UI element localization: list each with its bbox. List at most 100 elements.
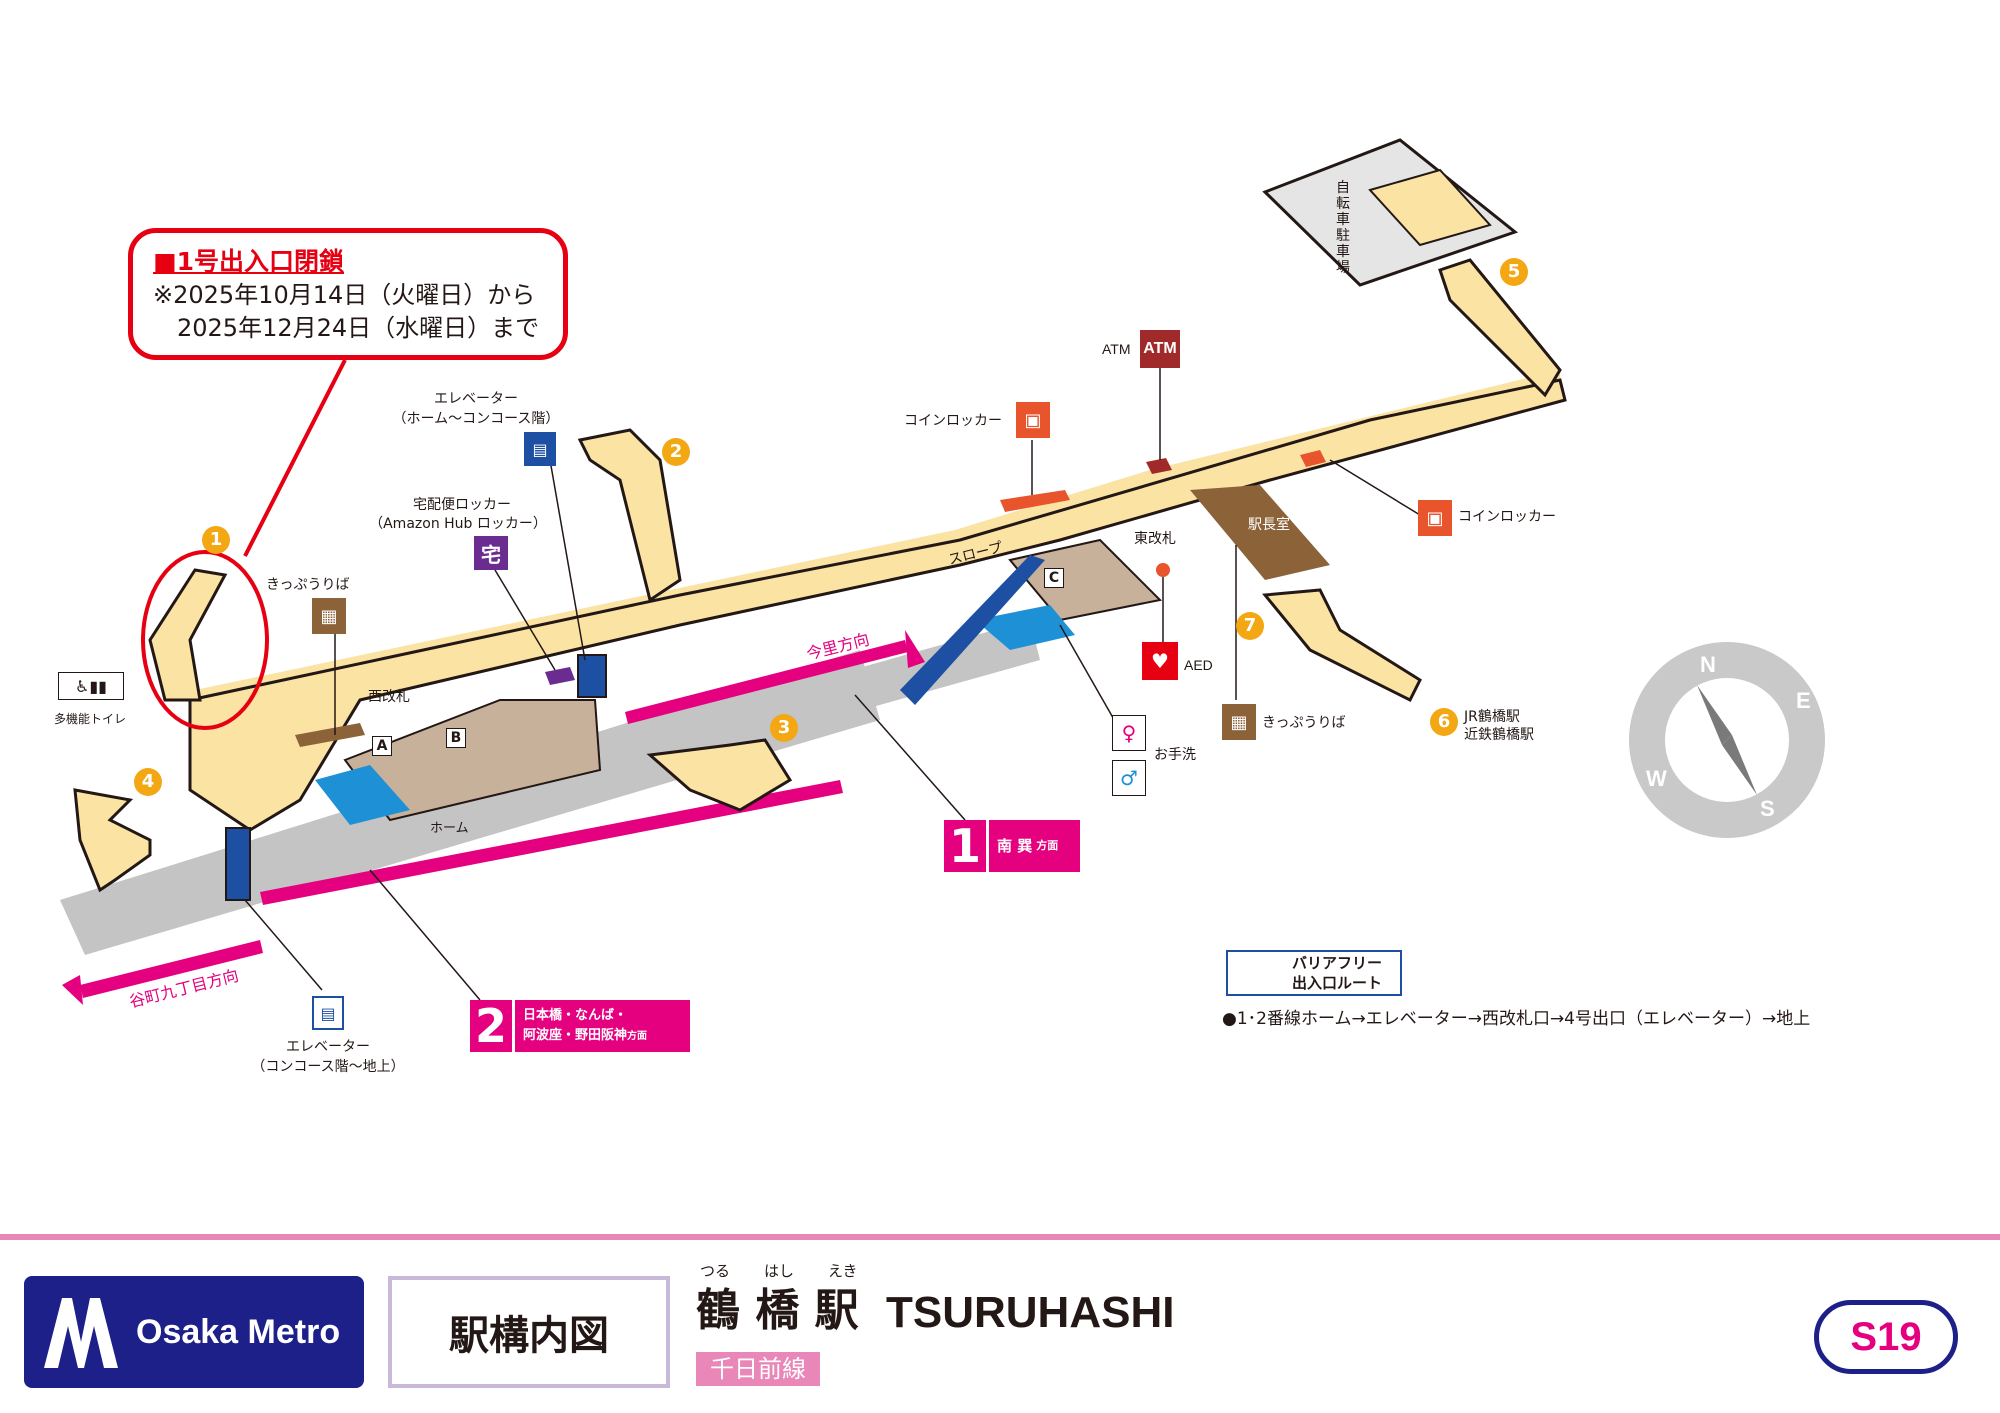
platform-1-direction: 1 南 巽 方面 [944,820,1080,872]
exit-badge-4: 4 [134,768,162,796]
ticket-machine-west [295,723,365,747]
station-name-en: TSURUHASHI [886,1288,1175,1337]
platform-2-number: 2 [470,1000,515,1052]
exit-badge-7: 7 [1236,612,1264,640]
elevator-bottom-icon: ▤ [312,996,344,1030]
coin-locker-icon-2: ▣ [1418,500,1452,536]
restroom-male-icon: ♂ [1112,760,1146,796]
map-title: 駅構内図 [388,1276,670,1388]
ticket-machine-icon-west: ▦ [312,598,346,634]
barrier-free-label-line1: バリアフリー [1292,954,1383,972]
osaka-metro-logo: Osaka Metro [24,1276,364,1388]
gate-letter-a: A [372,736,392,756]
notice-line-1: ※2025年10月14日（火曜日）から [153,281,536,309]
platform-2-direction: 2 日本橋・なんば・ 阿波座・野田阪神方面 [470,1000,690,1052]
bicycle-parking-label: 自転車駐車場 [1336,180,1350,276]
arrow-tanimachi [62,975,83,1005]
east-gate-stairs [975,605,1075,650]
aed-label: AED [1184,657,1213,673]
station-name-jp: 鶴 橋 駅 [696,1285,859,1336]
atm-label: ATM [1102,341,1131,357]
elevator-top-label: エレベーター [434,391,518,407]
exit-badge-6: 6 [1430,708,1458,736]
stair-exit3 [646,738,793,812]
corridor-exit5 [1438,258,1562,398]
atm-block [1146,458,1172,474]
exit-badge-3: 3 [770,714,798,742]
coin-locker-block-2 [1300,450,1326,467]
west-gate-label: 西改札 [368,689,410,705]
delivery-locker-block [545,667,575,685]
leader-lines [244,365,1421,1001]
coin-locker-label-1: コインロッカー [904,413,1002,429]
barrier-free-legend-icon [1226,950,1402,996]
compass-s: S [1760,796,1775,821]
platform-1-number: 1 [944,820,989,872]
atm-icon: ATM [1140,330,1180,368]
notice-title: ■1号出入口閉鎖 [153,247,345,276]
home-label: ホーム [430,821,469,836]
compass-w: W [1646,766,1667,791]
ticket-machine-icon-east: ▦ [1222,704,1256,740]
delivery-locker-label: 宅配便ロッカー [413,497,511,513]
footer-divider [0,1234,2000,1240]
elevator-icon: ▤ [524,432,556,466]
east-gate-area [1008,538,1163,622]
ticket-west-label: きっぷうりば [266,577,350,593]
elevator-concourse-ground [225,827,251,901]
platform-2-destination: 日本橋・なんば・ 阿波座・野田阪神方面 [515,1000,655,1052]
west-gate-stairs [315,765,410,825]
aed-icon: ♥ [1142,642,1178,680]
compass-e: E [1796,688,1811,713]
closed-exit1-circle [141,550,269,730]
exit6-label-line2: 近鉄鶴橋駅 [1464,727,1534,743]
elevator-platform-concourse [577,654,607,698]
multi-toilet-icon: ♿▮▮ [58,672,124,700]
stair-exit2 [577,428,682,603]
exit-badge-2: 2 [662,438,690,466]
reading-hashi: はし [764,1262,795,1280]
restroom-female-icon: ♀ [1112,715,1146,751]
barrier-free-label-line2: 出入口ルート [1292,974,1383,992]
gate-letter-c: C [1044,568,1064,588]
station-master-room [1190,485,1330,580]
compass [1629,642,1825,838]
arrow-imazato [905,630,925,668]
gate-letter-b: B [446,728,466,748]
stair-exit1 [148,568,228,702]
notice-line-2: 2025年12月24日（水曜日）まで [177,314,540,342]
stair-exit4 [73,788,152,893]
reading-eki: えき [828,1262,858,1280]
elevator-bottom-label: エレベーター [286,1039,370,1055]
station-code: S19 [1814,1300,1958,1374]
platform-2-dest-line2-wrap: 阿波座・野田阪神方面 [523,1026,647,1047]
multi-toilet-label: 多機能トイレ [54,712,127,726]
delivery-locker-sublabel: （Amazon Hub ロッカー） [369,516,547,532]
exit-badge-1: 1 [202,526,230,554]
line-name-badge: 千日前線 [696,1352,820,1386]
platform-2-suffix: 方面 [627,1030,648,1042]
closure-notice: ■1号出入口閉鎖 ※2025年10月14日（火曜日）から 2025年12月24日… [128,228,568,360]
platform-1-destination: 南 巽 方面 [989,820,1066,872]
brand-name: Osaka Metro [136,1312,341,1351]
elevator-top-sublabel: （ホーム～コンコース階） [392,411,560,427]
platform-1-dest: 南 巽 [997,837,1033,855]
track-tanimachi [80,940,263,998]
platform-2-dest-line1: 日本橋・なんば・ [523,1007,628,1023]
aed-marker [1156,563,1170,577]
compass-n: N [1700,652,1716,677]
notice-pointer [243,359,347,557]
track-imazato [625,640,908,724]
track-lower [260,780,843,905]
platform-2-dest-line2: 阿波座・野田阪神 [523,1027,628,1043]
coin-locker-icon-1: ▣ [1016,402,1050,438]
delivery-locker-icon: 宅 [474,536,508,570]
coin-locker-label-2: コインロッカー [1458,509,1556,525]
bicycle-parking-stair [1368,168,1492,247]
coin-locker-block-1 [1000,490,1070,512]
barrier-free-route: ●1･2番線ホーム→エレベーター→西改札口→4号出口（エレベーター）→地上 [1222,1009,1811,1029]
platform-1-suffix: 方面 [1036,839,1059,852]
restroom-label: お手洗 [1154,747,1196,763]
exit-badge-5: 5 [1500,258,1528,286]
